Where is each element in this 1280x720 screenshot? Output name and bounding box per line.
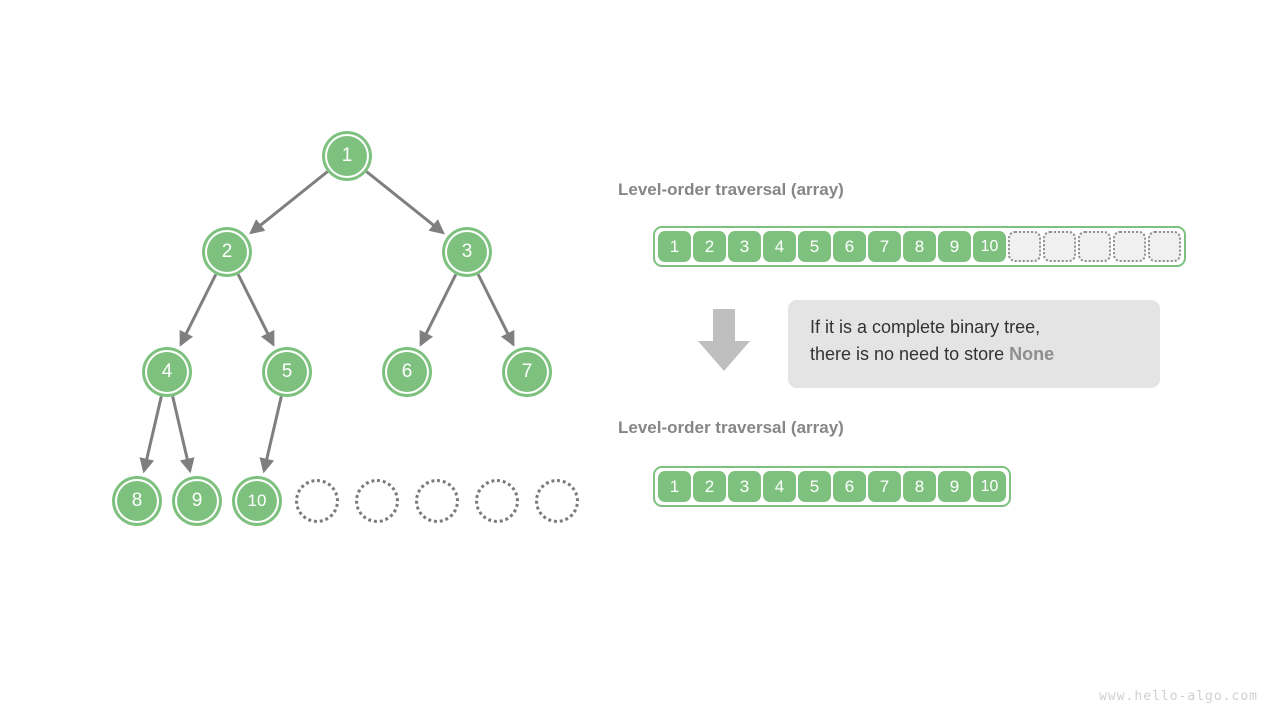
tree-node-4: 4 — [145, 350, 189, 394]
top-array-empty-cell-4 — [1148, 231, 1181, 262]
bottom-array-cell-4: 5 — [798, 471, 831, 502]
top-array-cell-6: 7 — [868, 231, 901, 262]
top-array-cell-1: 2 — [693, 231, 726, 262]
tree-node-empty-2 — [355, 479, 399, 523]
tree-edge-n4-n9 — [171, 396, 195, 474]
bottom-array-cell-8: 9 — [938, 471, 971, 502]
top-array-cell-7: 8 — [903, 231, 936, 262]
note-line-1: If it is a complete binary tree, — [810, 317, 1041, 337]
bottom-array-cell-0: 1 — [658, 471, 691, 502]
top-array-empty-cell-1 — [1043, 231, 1076, 262]
tree-node-3: 3 — [445, 230, 489, 274]
tree-edges — [139, 170, 515, 474]
tree-node-8: 8 — [115, 479, 159, 523]
tree-edge-n2-n5 — [236, 273, 275, 347]
note-none-keyword: None — [1009, 344, 1055, 364]
bottom-section-title: Level-order traversal (array) — [618, 418, 844, 437]
bottom-array-cell-1: 2 — [693, 471, 726, 502]
tree-edge-n5-n10 — [259, 396, 283, 474]
bottom-array-cell-3: 4 — [763, 471, 796, 502]
tree-node-10: 10 — [235, 479, 279, 523]
note-line-2: there is no need to store None — [810, 341, 1138, 368]
tree-node-empty-4 — [475, 479, 519, 523]
top-array-cell-5: 6 — [833, 231, 866, 262]
tree-edge-n3-n6 — [419, 273, 458, 347]
tree-node-7: 7 — [505, 350, 549, 394]
note-box: If it is a complete binary tree, there i… — [788, 300, 1160, 388]
top-array-cell-0: 1 — [658, 231, 691, 262]
watermark: www.hello-algo.com — [1099, 689, 1258, 704]
tree-edge-n4-n8 — [139, 396, 163, 474]
bottom-array-cell-6: 7 — [868, 471, 901, 502]
bottom-array-cell-9: 10 — [973, 471, 1006, 502]
tree-edge-n1-n2 — [249, 170, 329, 235]
top-array-empty-cell-0 — [1008, 231, 1041, 262]
top-array-empty-cell-3 — [1113, 231, 1146, 262]
tree-edge-n1-n3 — [365, 170, 445, 235]
top-array-cell-2: 3 — [728, 231, 761, 262]
tree-node-1: 1 — [325, 134, 369, 178]
bottom-array-cell-5: 6 — [833, 471, 866, 502]
top-array-cell-9: 10 — [973, 231, 1006, 262]
top-array-cell-3: 4 — [763, 231, 796, 262]
tree-node-9: 9 — [175, 479, 219, 523]
top-array-cell-4: 5 — [798, 231, 831, 262]
tree-node-empty-3 — [415, 479, 459, 523]
tree-edge-n2-n4 — [179, 273, 218, 347]
bottom-array-cell-2: 3 — [728, 471, 761, 502]
tree-node-empty-1 — [295, 479, 339, 523]
top-section-title: Level-order traversal (array) — [618, 180, 844, 199]
tree-edge-n3-n7 — [476, 273, 515, 347]
tree-node-5: 5 — [265, 350, 309, 394]
note-line-2-prefix: there is no need to store — [810, 344, 1010, 364]
tree-node-empty-5 — [535, 479, 579, 523]
bottom-array-cell-7: 8 — [903, 471, 936, 502]
top-array-cell-8: 9 — [938, 231, 971, 262]
tree-node-2: 2 — [205, 230, 249, 274]
top-array-empty-cell-2 — [1078, 231, 1111, 262]
tree-node-6: 6 — [385, 350, 429, 394]
down-arrow-icon — [698, 309, 750, 371]
